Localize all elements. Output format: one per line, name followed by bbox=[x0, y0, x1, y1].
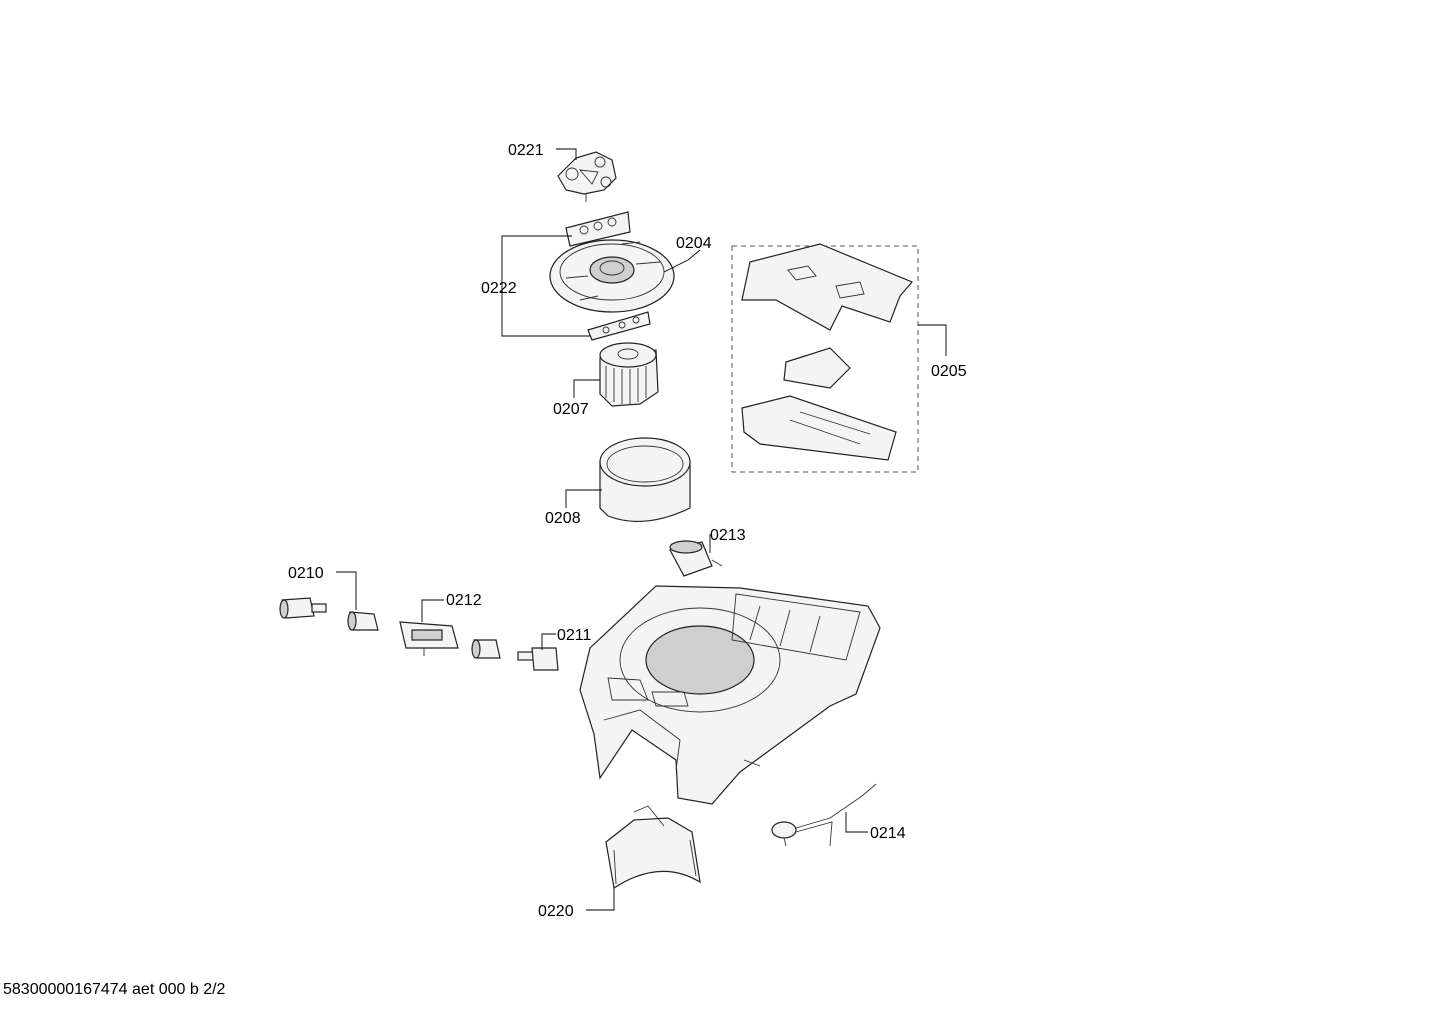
part-0212-bracket bbox=[399, 621, 459, 656]
leader-0210 bbox=[336, 571, 357, 610]
label-0211: 0211 bbox=[557, 627, 592, 644]
part-0220-cover-panel bbox=[605, 805, 701, 889]
part-base-housing bbox=[579, 585, 881, 805]
leader-0222 bbox=[501, 235, 590, 337]
part-0204-motor-housing bbox=[549, 239, 675, 313]
leader-0220 bbox=[586, 888, 615, 911]
label-0220: 0220 bbox=[538, 903, 574, 920]
part-0221-motor-cover bbox=[557, 151, 617, 202]
leader-0207 bbox=[573, 379, 600, 398]
part-0222-gasket-bottom bbox=[587, 311, 651, 341]
label-0213: 0213 bbox=[710, 527, 746, 544]
label-0205: 0205 bbox=[931, 363, 967, 380]
leader-0205 bbox=[918, 324, 947, 356]
label-0204: 0204 bbox=[676, 235, 712, 252]
part-0213-spacer bbox=[669, 540, 723, 577]
label-0210: 0210 bbox=[288, 565, 324, 582]
leader-0221 bbox=[556, 148, 577, 160]
part-0210-pin bbox=[279, 597, 327, 619]
part-0211-roller bbox=[471, 639, 501, 659]
label-0222: 0222 bbox=[481, 280, 517, 297]
label-0214: 0214 bbox=[870, 825, 906, 842]
part-0207-motor bbox=[599, 342, 659, 407]
part-0205-electronics-group bbox=[731, 243, 919, 473]
leader-0214 bbox=[845, 812, 868, 833]
part-0214-sensor-cable bbox=[771, 783, 877, 847]
label-0208: 0208 bbox=[545, 510, 581, 527]
leader-0208 bbox=[565, 489, 602, 508]
label-0221: 0221 bbox=[508, 142, 544, 159]
part-0210-roller bbox=[347, 611, 379, 631]
part-0222-gasket-top bbox=[565, 211, 631, 247]
leader-0204 bbox=[663, 249, 701, 273]
leader-0212 bbox=[421, 599, 444, 622]
part-0208-filter-ring bbox=[599, 437, 691, 523]
part-0211-pin bbox=[517, 647, 559, 671]
drawing-reference: 58300000167474 aet 000 b 2/2 bbox=[3, 981, 226, 998]
label-0212: 0212 bbox=[446, 592, 482, 609]
leader-0211 bbox=[541, 633, 556, 650]
label-0207: 0207 bbox=[553, 401, 589, 418]
